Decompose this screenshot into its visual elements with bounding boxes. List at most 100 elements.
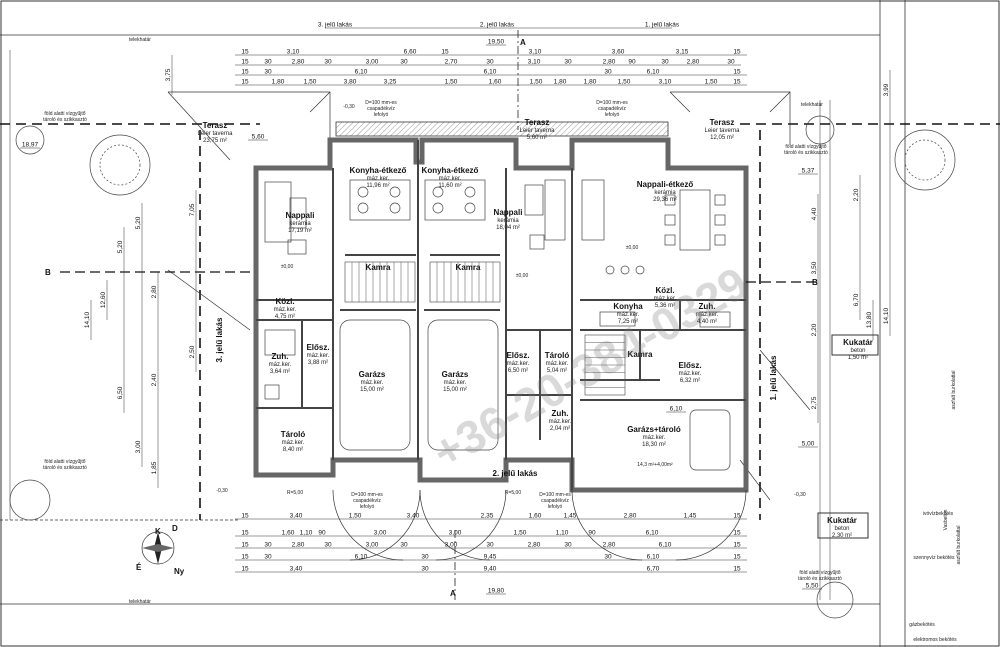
plot-boundary [0,0,906,647]
note-line: R=5,00 [505,490,521,496]
dim-text: 1,50 [618,79,631,86]
note-line: ±0,00 [516,273,529,279]
dim-text: 15 [241,49,249,56]
dim-text: 15 [733,566,741,573]
dim-text: 30 [264,69,272,76]
room-name: Kamra [628,350,653,359]
room-area: 6,50 m² [508,368,528,374]
dim-text: 6,10 [355,554,368,561]
phone-watermark: +36-20-384-0329 [424,257,757,479]
dim-text: 30 [400,59,408,66]
compass-k: K [155,527,161,536]
room-area: 4,40 m² [697,319,717,325]
dim-text: 9,40 [484,566,497,573]
dim-text: 1,80 [584,79,597,86]
dim-text: 15 [733,513,741,520]
room-floor: máz.ker. [549,419,572,425]
dim-text: 15 [441,49,449,56]
note-line: csapadékvíz [367,106,395,112]
dim-text: 3,50 [811,261,818,274]
dim-text: 1,45 [684,513,697,520]
room-area: 3,88 m² [308,360,328,366]
tree-symbols [9,115,956,619]
note-line: telekhatár [129,37,151,43]
dim-text: 1,50 [349,513,362,520]
dim-text: 2. jelű lakás [480,22,515,29]
note-line: elektromos bekötés [913,637,957,643]
dim-text: 15 [241,530,249,537]
room-name: Konyha [613,302,643,311]
dim-text: 2,80 [528,542,541,549]
room-area: 12,05 m² [710,135,734,141]
note-n23: ±0,00 [516,273,529,279]
dim-text: 3,10 [659,79,672,86]
note-line: -0,30 [794,492,806,498]
dim-text: 19,50 [488,39,505,46]
dim-text: 9,45 [484,554,497,561]
dim-text: 15 [241,59,249,66]
dim-text: 2,20 [811,323,818,336]
dim-text: 2,80 [292,59,305,66]
note-line: ±0,00 [281,264,294,270]
dim-text: 1,50 [514,530,527,537]
room-label-elosz-1: Elősz.máz.ker.6,32 m² [678,361,701,384]
dim-text: 1,50 [304,79,317,86]
room-floor: Leier taverna [519,128,555,134]
dim-text: 30 [564,542,572,549]
dim-text: 2,80 [603,59,616,66]
unit-label-u1: 1. jelű lakás [769,355,778,400]
room-area: 3,64 m² [270,369,290,375]
note-line: D=100 mm-es [539,492,571,498]
interior-walls [256,140,746,490]
dim-text: 1,85 [151,461,158,474]
note-n9: telekhatár [129,37,151,43]
dim-text: 1,60 [282,530,295,537]
note-line: D=100 mm-es [351,492,383,498]
room-area: 18,30 m² [642,442,666,448]
room-floor: máz.ker. [361,380,384,386]
dim-text: 3,15 [676,49,689,56]
dim-text: 6,60 [404,49,417,56]
dim-text: 90 [588,530,596,537]
dim-text: 6,10 [670,406,683,413]
dim-text: 5,00 [802,441,815,448]
dim-text: 15 [733,530,741,537]
dim-text: 3,40 [290,513,303,520]
compass-d: D [172,524,178,533]
dim-text: 15 [241,542,249,549]
dim-text: 1,10 [556,530,569,537]
room-floor: máz.ker. [507,361,530,367]
dim-text: 30 [421,566,429,573]
room-name: Nappali [286,211,315,220]
dim-text: 7,05 [189,203,196,216]
dim-text: 2,80 [687,59,700,66]
dim-text: 6,50 [117,386,124,399]
dim-text: 30 [421,554,429,561]
room-name: Konyha-étkező [422,166,479,175]
room-name: Kamra [366,263,391,272]
note-line: lefolyó [548,504,563,510]
room-area: 5,04 m² [547,368,567,374]
room-floor: máz.ker. [546,361,569,367]
room-floor: máz.ker. [274,307,297,313]
room-area: 5,36 m² [655,303,675,309]
dim-text: 30 [486,59,494,66]
note-n25: aszfalt burkolattal [951,371,957,410]
room-area: 17,19 m² [288,228,312,234]
room-name: Tároló [545,351,570,360]
room-area: 15,00 m² [360,387,384,393]
driveway-arcs [332,489,747,561]
note-line: lefolyó [374,112,389,118]
dim-text: 3,25 [384,79,397,86]
dim-text: 15 [733,49,741,56]
dim-text: 2,35 [481,513,494,520]
room-area: 2,30 m² [832,533,852,539]
